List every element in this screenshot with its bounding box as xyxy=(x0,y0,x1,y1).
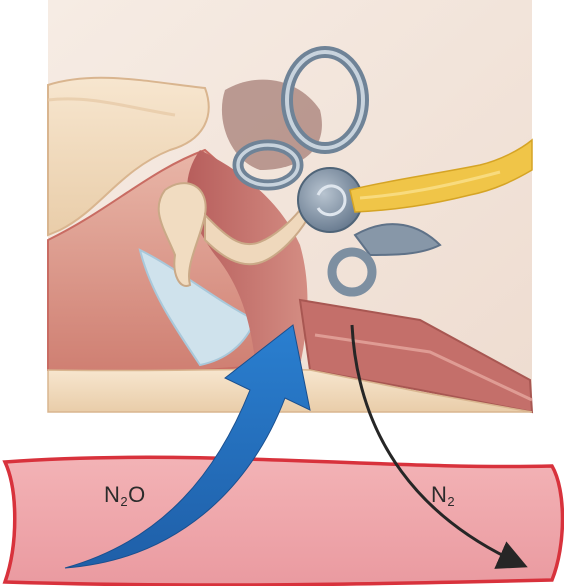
nitrogen-label: N2 xyxy=(431,482,455,509)
nitrous-oxide-label: N2O xyxy=(104,482,146,509)
blood-vessel xyxy=(5,457,563,585)
